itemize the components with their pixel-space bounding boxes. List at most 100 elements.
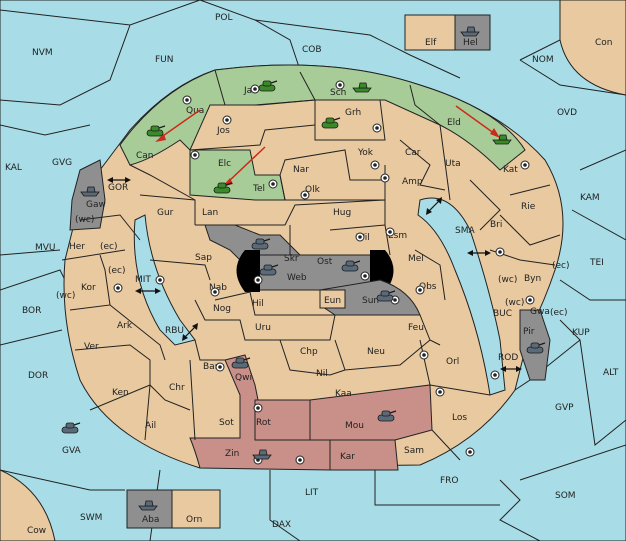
svg-text:(ec): (ec) (550, 308, 568, 318)
supply-center-dot (218, 365, 222, 369)
svg-text:(wc): (wc) (75, 215, 94, 225)
svg-text:Orl: Orl (446, 357, 459, 367)
army-icon[interactable] (61, 422, 81, 434)
svg-text:Esm: Esm (388, 231, 407, 241)
supply-centers (113, 80, 535, 465)
supply-center-dot (256, 406, 260, 410)
svg-text:Sch: Sch (330, 88, 346, 98)
territory-kar[interactable] (329, 439, 399, 471)
supply-center-dot (373, 163, 377, 167)
svg-text:OVD: OVD (557, 108, 577, 118)
svg-text:Yok: Yok (357, 148, 374, 158)
svg-text:LIT: LIT (305, 488, 319, 498)
svg-text:Olk: Olk (305, 185, 321, 195)
fleet-icon[interactable] (252, 449, 272, 460)
fleet-icon[interactable] (492, 134, 512, 145)
army-icon[interactable] (213, 182, 233, 194)
svg-text:DOR: DOR (28, 371, 48, 381)
svg-text:Elc: Elc (218, 159, 231, 169)
svg-text:Sun: Sun (362, 296, 379, 306)
army-icon[interactable] (146, 125, 166, 137)
svg-text:Sap: Sap (195, 253, 212, 263)
army-icon[interactable] (321, 117, 341, 129)
svg-text:Hug: Hug (333, 208, 351, 218)
svg-text:Pir: Pir (523, 327, 535, 337)
order-arrow-jad-can (159, 109, 201, 139)
svg-text:GOR: GOR (108, 183, 128, 193)
supply-center-dot (158, 278, 162, 282)
supply-center-dot (418, 288, 422, 292)
army-icon[interactable] (251, 238, 271, 250)
supply-center-dot (363, 274, 367, 278)
svg-text:ROD: ROD (498, 353, 518, 363)
fleet-icon[interactable] (460, 26, 480, 37)
svg-text:Uru: Uru (255, 323, 271, 333)
svg-text:COB: COB (302, 45, 322, 55)
svg-text:Neu: Neu (367, 347, 385, 357)
svg-text:BOR: BOR (22, 306, 41, 316)
inner-sea (133, 214, 196, 346)
svg-text:Her: Her (69, 242, 85, 252)
order-arrowhead (490, 128, 500, 138)
svg-text:Qwi: Qwi (235, 373, 252, 383)
svg-text:Aba: Aba (142, 515, 159, 525)
svg-text:(wc): (wc) (498, 275, 517, 285)
fleet-icon[interactable] (352, 82, 372, 93)
territory-orn[interactable] (171, 489, 221, 529)
army-icon[interactable] (376, 290, 396, 302)
svg-text:Kar: Kar (340, 452, 355, 462)
svg-text:(wc): (wc) (505, 298, 524, 308)
supply-center-dot (498, 250, 502, 254)
svg-text:RBU: RBU (165, 326, 184, 336)
supply-center-dot (383, 176, 387, 180)
green-region[interactable] (119, 64, 526, 201)
army-icon[interactable] (526, 342, 546, 354)
svg-text:POL: POL (215, 13, 233, 23)
svg-text:Obs: Obs (419, 282, 437, 292)
supply-center-dot (468, 450, 472, 454)
army-icon[interactable] (259, 264, 279, 276)
svg-text:Web: Web (287, 273, 307, 283)
svg-text:DAX: DAX (272, 520, 291, 530)
svg-text:Sam: Sam (404, 446, 424, 456)
army-icon[interactable] (258, 80, 278, 92)
territory-rot[interactable] (254, 399, 311, 441)
army-icon[interactable] (341, 260, 361, 272)
supply-center-dot (393, 298, 397, 302)
svg-text:(ec): (ec) (100, 242, 118, 252)
supply-center-dot (375, 126, 379, 130)
fleet-icon[interactable] (138, 500, 158, 511)
svg-text:Grh: Grh (345, 108, 361, 118)
svg-text:Mel: Mel (408, 254, 424, 264)
svg-text:MIT: MIT (135, 275, 151, 285)
svg-text:Rie: Rie (521, 202, 536, 212)
svg-text:FUN: FUN (155, 55, 174, 65)
svg-text:Nog: Nog (213, 304, 231, 314)
supply-center-dot (422, 353, 426, 357)
svg-text:Bri: Bri (490, 220, 502, 230)
supply-center-dot (193, 153, 197, 157)
passage-arrows (107, 177, 522, 372)
army-icon[interactable] (377, 410, 397, 422)
svg-text:Chr: Chr (169, 383, 185, 393)
svg-text:(wc): (wc) (56, 291, 75, 301)
svg-text:Tel: Tel (252, 184, 265, 194)
order-arrow-elc-tel (227, 146, 266, 183)
svg-text:Jos: Jos (216, 126, 230, 136)
army-icon[interactable] (231, 357, 251, 369)
fleet-icon[interactable] (80, 186, 100, 197)
svg-text:Hel: Hel (463, 38, 478, 48)
svg-text:Kor: Kor (81, 283, 96, 293)
svg-text:ALT: ALT (603, 368, 619, 378)
svg-text:Byn: Byn (524, 274, 541, 284)
svg-text:GVP: GVP (555, 403, 574, 413)
svg-text:MVU: MVU (35, 243, 56, 253)
territory-eun[interactable] (319, 289, 346, 309)
svg-text:(ec): (ec) (552, 261, 570, 271)
svg-text:Ost: Ost (317, 257, 333, 267)
svg-text:Orn: Orn (186, 515, 202, 525)
svg-text:Gaw: Gaw (86, 200, 106, 210)
svg-text:BUC: BUC (493, 309, 512, 319)
